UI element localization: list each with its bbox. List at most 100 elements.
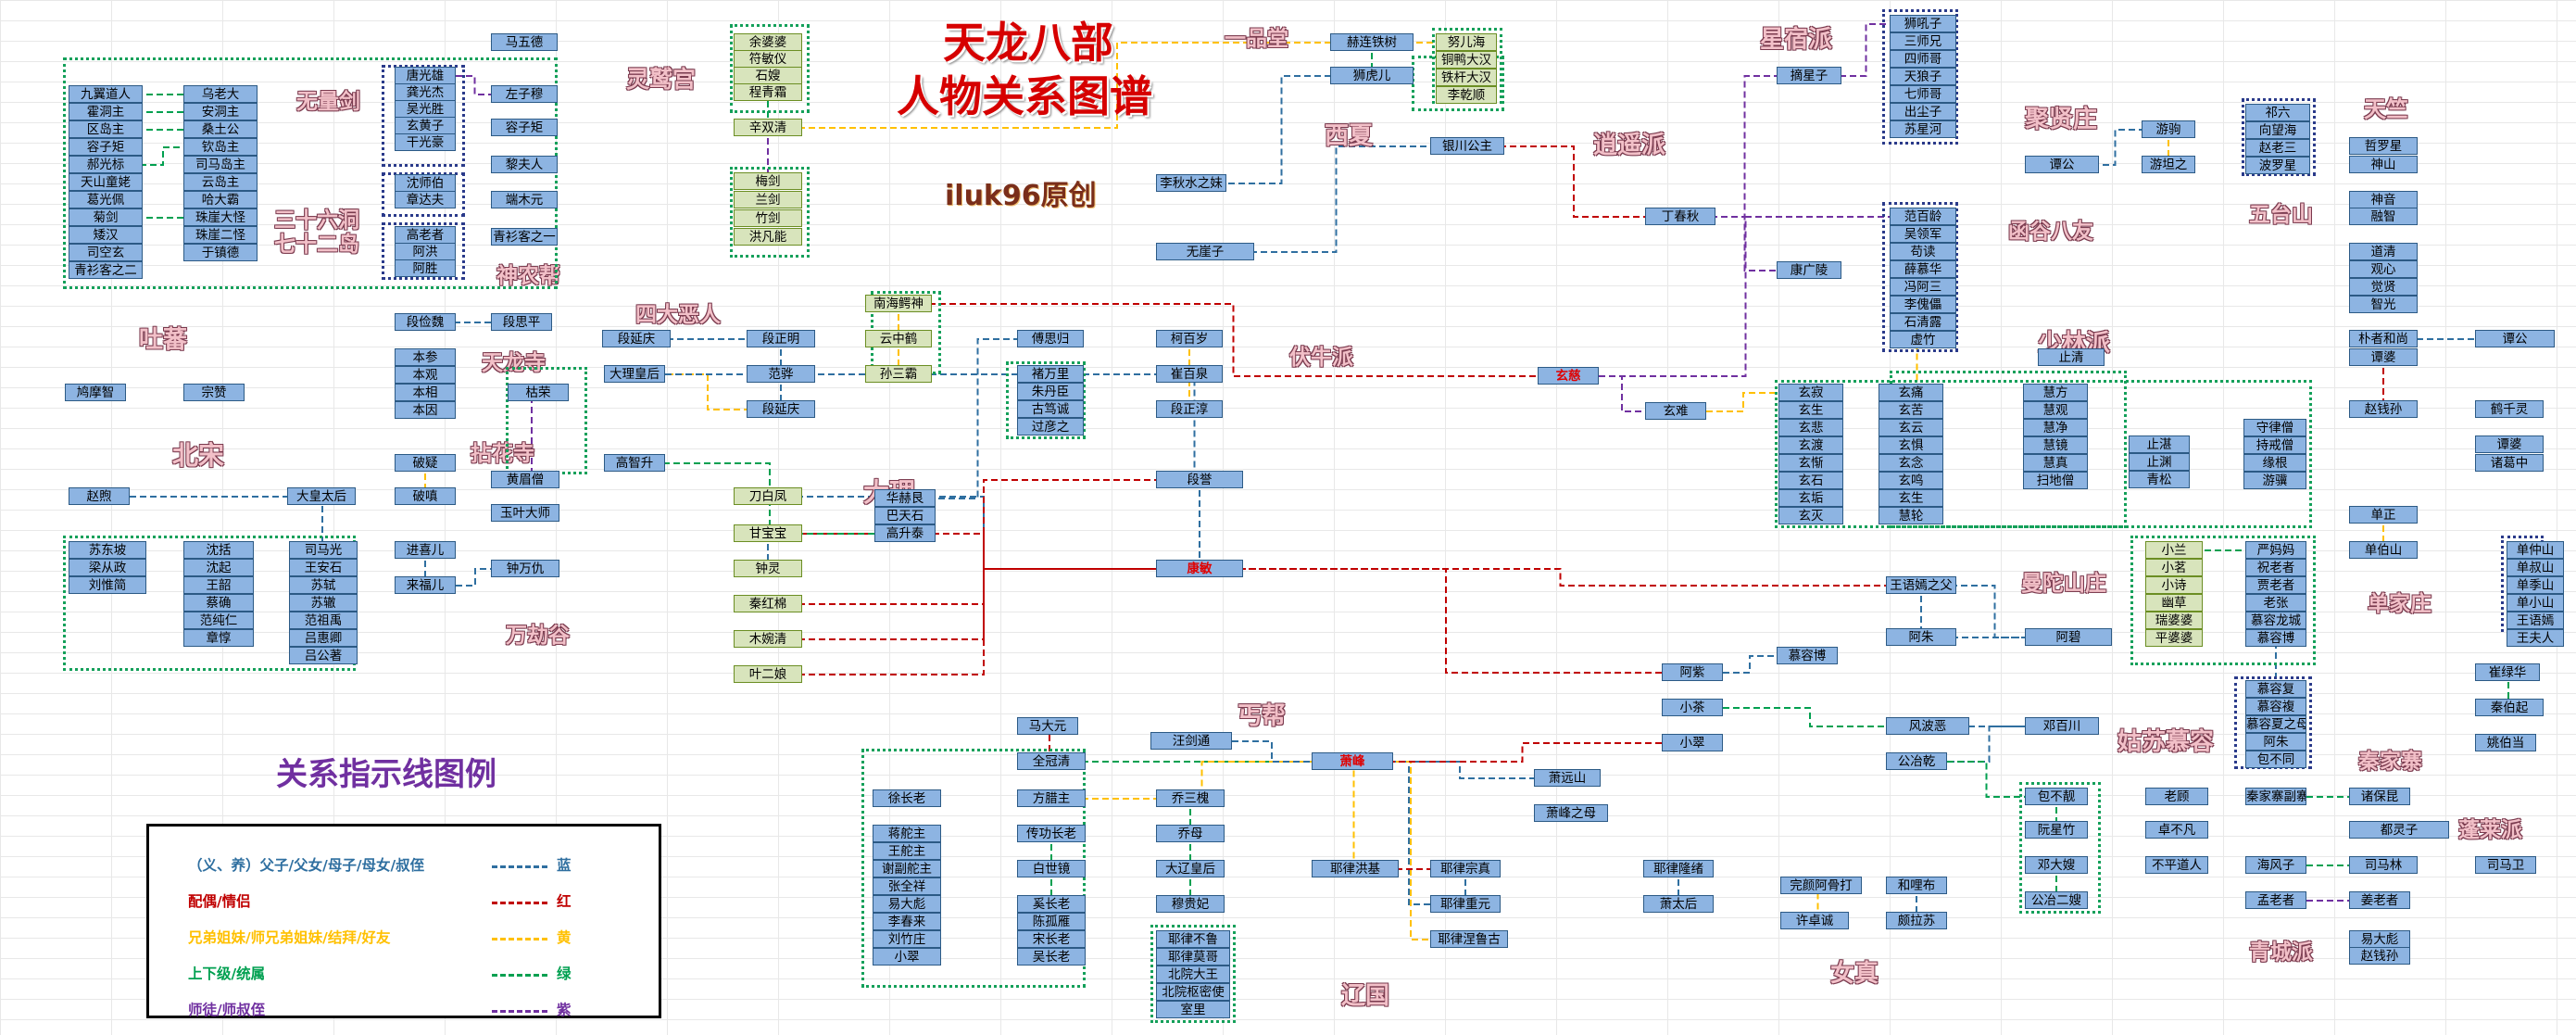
character-node-193[interactable]: 慧轮	[1879, 507, 1943, 524]
character-node-139[interactable]: 完颜阿骨打	[1780, 877, 1862, 894]
character-node-57[interactable]: 刘惟简	[69, 576, 146, 594]
character-node-233[interactable]: 单叔山	[2507, 559, 2564, 576]
character-node-247[interactable]: 幽草	[2145, 594, 2203, 612]
character-node-144[interactable]: 耶律莫哥	[1156, 948, 1230, 966]
character-node-250[interactable]: 严妈妈	[2245, 541, 2306, 559]
character-node-17[interactable]: 玄黄子	[395, 117, 456, 134]
character-node-164[interactable]: 七师哥	[1890, 85, 1956, 103]
character-node-263[interactable]: 公冶乾	[1886, 752, 1947, 770]
character-node-155[interactable]: 银川公主	[1430, 137, 1504, 155]
character-node-101[interactable]: 过彦之	[1017, 418, 1084, 435]
character-node-78[interactable]: 钟万仇	[491, 560, 559, 577]
character-node-62[interactable]: 范纯仁	[183, 612, 254, 629]
character-node-189[interactable]: 玄惧	[1879, 436, 1943, 454]
character-node-30[interactable]: 梅剑	[734, 172, 802, 190]
character-node-270[interactable]: 不平道人	[2145, 856, 2208, 874]
character-node-214[interactable]: 祁六	[2245, 104, 2310, 121]
character-node-50[interactable]: 本因	[395, 401, 456, 419]
character-node-48[interactable]: 本观	[395, 366, 456, 384]
character-node-71[interactable]: 破疑	[395, 454, 456, 472]
character-node-98[interactable]: 褚万里	[1017, 365, 1084, 383]
character-node-125[interactable]: 汪剑通	[1150, 732, 1232, 750]
character-node-142[interactable]: 颇拉苏	[1886, 912, 1947, 929]
character-node-61[interactable]: 蔡确	[183, 594, 254, 612]
character-node-231[interactable]: 单伯山	[2349, 541, 2418, 559]
character-node-152[interactable]: 铜鸭大汉	[1436, 51, 1497, 69]
character-node-112[interactable]: 王舵主	[873, 842, 941, 860]
character-node-83[interactable]: 华赫艮	[874, 489, 936, 507]
character-node-89[interactable]: 甘宝宝	[734, 524, 802, 542]
character-node-196[interactable]: 慧净	[2023, 419, 2088, 436]
character-node-208[interactable]: 游驹	[2142, 120, 2195, 138]
character-node-221[interactable]: 融智	[2349, 208, 2418, 225]
character-node-178[interactable]: 玄寂	[1778, 384, 1843, 401]
character-node-203[interactable]: 青松	[2129, 471, 2190, 488]
character-node-148[interactable]: 赫连铁树	[1330, 33, 1414, 51]
character-node-39[interactable]: 青衫客之一	[491, 228, 558, 246]
character-node-72[interactable]: 破嗔	[395, 487, 456, 505]
character-node-218[interactable]: 哲罗星	[2349, 137, 2418, 155]
character-node-77[interactable]: 来福儿	[395, 576, 456, 594]
character-node-190[interactable]: 玄念	[1879, 454, 1943, 472]
character-node-92[interactable]: 木婉清	[734, 630, 802, 648]
character-node-280[interactable]: 孟老者	[2245, 891, 2306, 909]
character-node-215[interactable]: 向望海	[2245, 121, 2310, 139]
character-node-38[interactable]: 司空玄	[69, 244, 143, 261]
character-node-159[interactable]: 摘星子	[1777, 67, 1841, 84]
character-node-177[interactable]: 玄难	[1645, 402, 1706, 420]
character-node-87[interactable]: 大理皇后	[604, 365, 665, 383]
character-node-85[interactable]: 高升泰	[874, 524, 936, 542]
character-node-267[interactable]: 阮星竹	[2025, 821, 2088, 839]
character-node-187[interactable]: 玄苦	[1879, 401, 1943, 419]
character-node-278[interactable]: 司马林	[2349, 856, 2418, 874]
character-node-97[interactable]: 傅思归	[1017, 330, 1084, 347]
character-node-195[interactable]: 慧观	[2023, 401, 2088, 419]
character-node-31[interactable]: 兰剑	[734, 191, 802, 208]
character-node-160[interactable]: 狮吼子	[1890, 15, 1956, 32]
character-node-129[interactable]: 大辽皇后	[1156, 860, 1225, 877]
character-node-1[interactable]: 九翼道人	[69, 85, 143, 103]
character-node-136[interactable]: 耶律涅鲁古	[1430, 930, 1508, 948]
character-node-154[interactable]: 李乾顺	[1436, 86, 1497, 104]
character-node-47[interactable]: 本参	[395, 348, 456, 366]
character-node-204[interactable]: 守律僧	[2243, 419, 2306, 436]
character-node-133[interactable]: 萧峰之母	[1534, 804, 1608, 822]
character-node-184[interactable]: 玄垢	[1778, 489, 1843, 507]
character-node-268[interactable]: 老顾	[2145, 788, 2208, 805]
character-node-192[interactable]: 玄生	[1879, 489, 1943, 507]
character-node-163[interactable]: 天狼子	[1890, 68, 1956, 85]
character-node-241[interactable]: 阿紫	[1662, 663, 1723, 681]
character-node-143[interactable]: 耶律不鲁	[1156, 930, 1230, 948]
character-node-194[interactable]: 慧方	[2023, 384, 2088, 401]
character-node-245[interactable]: 小茗	[2145, 559, 2203, 576]
character-node-121[interactable]: 奚长老	[1017, 895, 1086, 913]
character-node-186[interactable]: 玄痛	[1879, 384, 1943, 401]
character-node-201[interactable]: 止湛	[2129, 435, 2190, 453]
character-node-147[interactable]: 室里	[1156, 1001, 1230, 1018]
character-node-90[interactable]: 钟灵	[734, 560, 802, 577]
character-node-13[interactable]: 桑土公	[183, 120, 258, 138]
character-node-226[interactable]: 朴者和尚	[2349, 330, 2418, 347]
character-node-42[interactable]: 高老者	[395, 226, 456, 244]
character-node-223[interactable]: 观心	[2349, 260, 2418, 278]
character-node-111[interactable]: 蒋舵主	[873, 825, 941, 842]
character-node-65[interactable]: 王安石	[289, 559, 358, 576]
character-node-134[interactable]: 耶律宗真	[1430, 860, 1501, 877]
character-node-244[interactable]: 小兰	[2145, 541, 2203, 559]
character-node-79[interactable]: 段延庆	[602, 330, 671, 347]
character-node-146[interactable]: 北院枢密使	[1156, 983, 1230, 1001]
character-node-246[interactable]: 小诗	[2145, 576, 2203, 594]
character-node-7[interactable]: 石嫂	[734, 67, 802, 84]
character-node-248[interactable]: 瑞婆婆	[2145, 612, 2203, 629]
character-node-224[interactable]: 觉贤	[2349, 278, 2418, 296]
character-node-103[interactable]: 崔百泉	[1156, 365, 1223, 383]
character-node-60[interactable]: 王韶	[183, 576, 254, 594]
character-node-106[interactable]: 康敏	[1156, 560, 1243, 577]
character-node-110[interactable]: 方腊主	[1017, 789, 1086, 807]
character-node-150[interactable]: 狮虎儿	[1330, 67, 1414, 84]
character-node-28[interactable]: 端木元	[491, 191, 558, 208]
character-node-22[interactable]: 沈师伯	[395, 174, 456, 192]
character-node-99[interactable]: 朱丹臣	[1017, 383, 1084, 400]
character-node-10[interactable]: 安洞主	[183, 103, 258, 120]
character-node-2[interactable]: 乌老大	[183, 85, 258, 103]
